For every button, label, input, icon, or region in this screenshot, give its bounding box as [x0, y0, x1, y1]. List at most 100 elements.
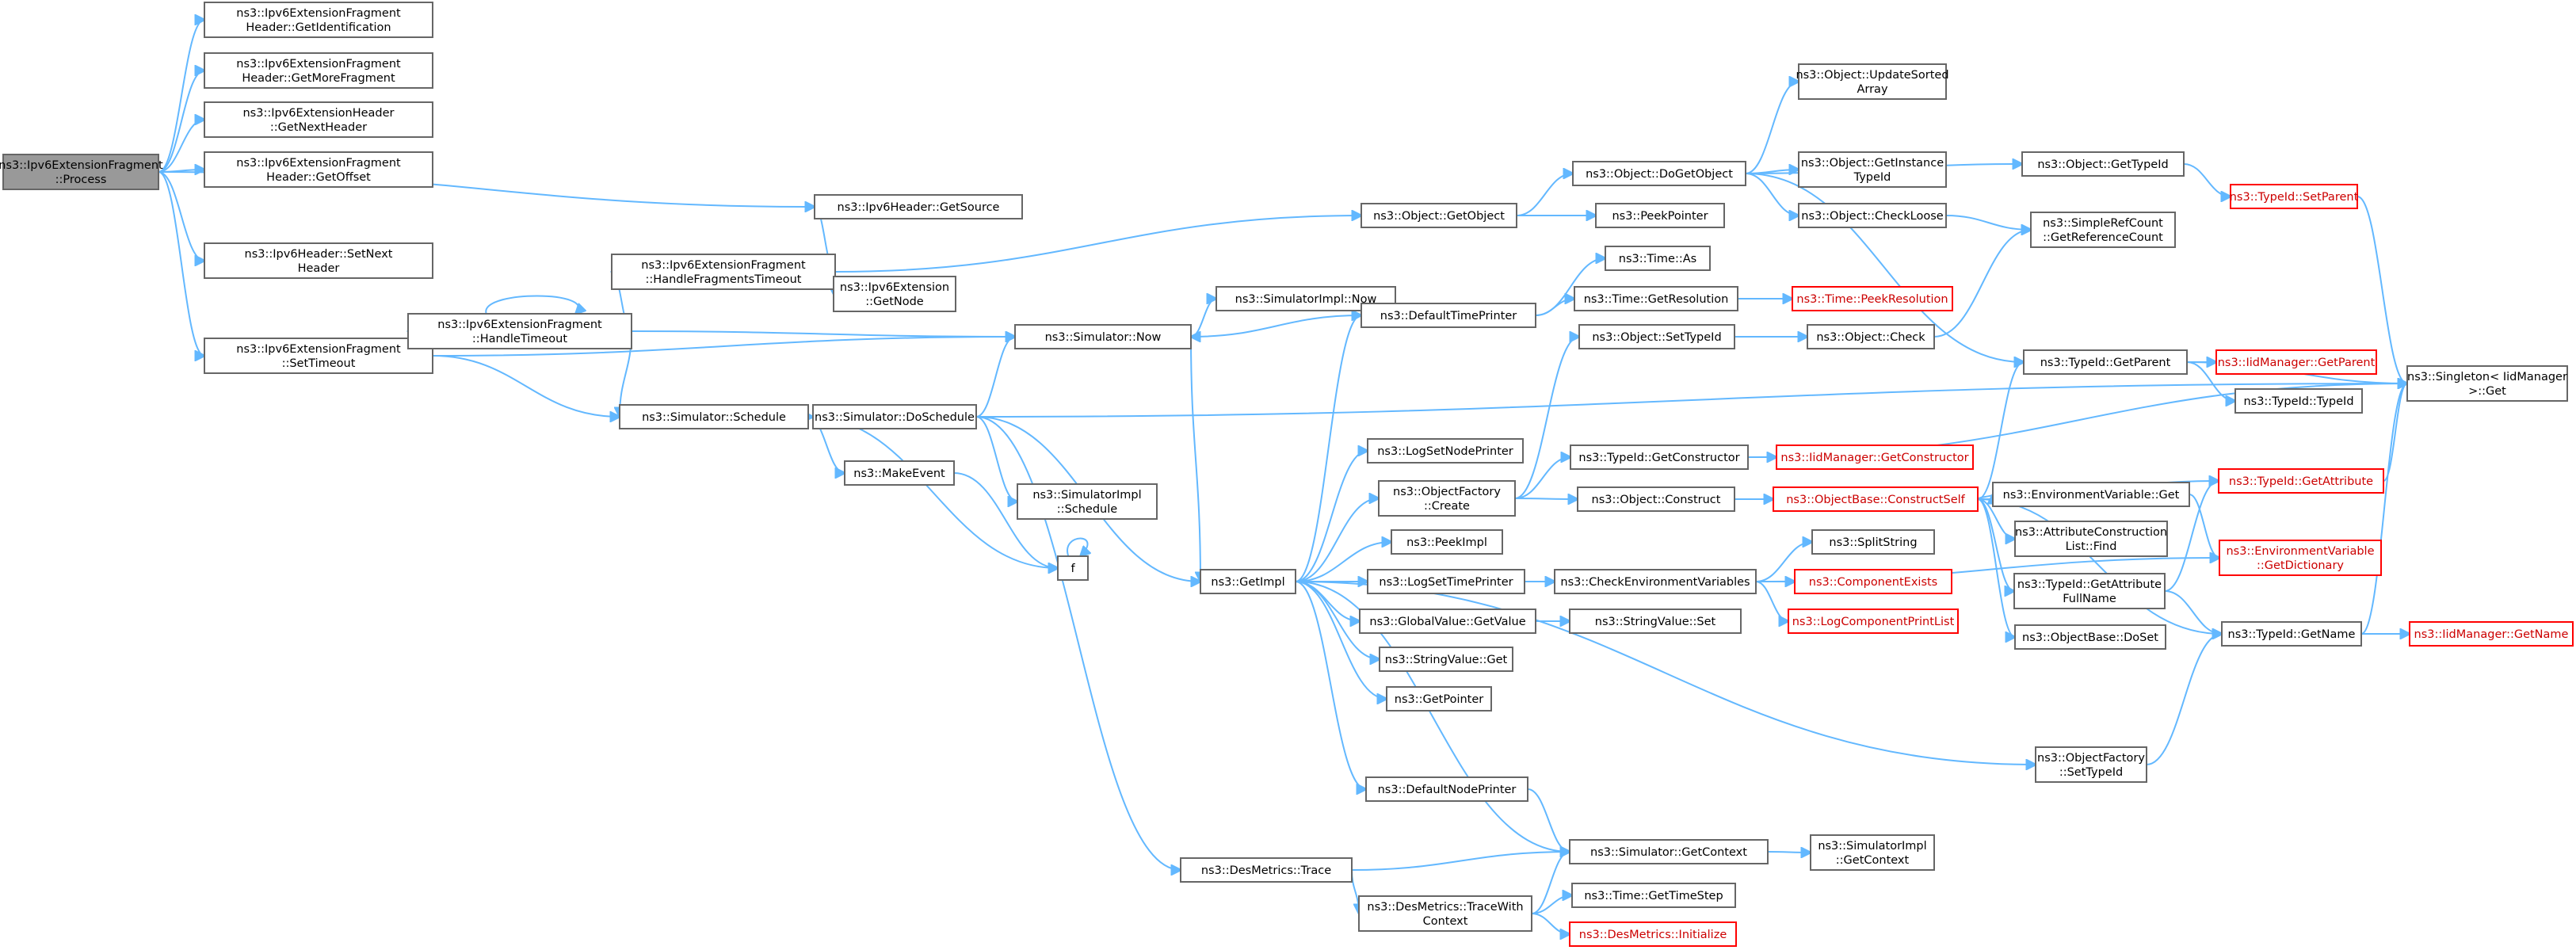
edge-envVarGet-to-envVarGetDict — [2189, 494, 2219, 558]
node-get-offset[interactable]: ns3::Ipv6ExtensionFragmentHeader::GetOff… — [204, 151, 433, 188]
node-split-string[interactable]: ns3::SplitString — [1811, 529, 1935, 555]
node-obj-base-ctor-self[interactable]: ns3::ObjectBase::ConstructSelf — [1773, 486, 1979, 512]
node-peek-impl[interactable]: ns3::PeekImpl — [1391, 529, 1503, 555]
node-make-event[interactable]: ns3::MakeEvent — [844, 460, 955, 486]
node-label-line: ns3::Ipv6Header::SetNext — [245, 248, 393, 261]
node-tid-set-parent[interactable]: ns3::TypeId::SetParent — [2230, 184, 2359, 209]
edge-objCheck-to-simpleRefCount — [1933, 230, 2031, 338]
node-obj-construct[interactable]: ns3::Object::Construct — [1577, 486, 1735, 512]
node-label-line: ns3::MakeEvent — [853, 467, 945, 480]
edge-desTraceCtx-to-timeGetTimeStep — [1531, 895, 1572, 914]
node-sim-schedule[interactable]: ns3::Simulator::Schedule — [619, 404, 809, 429]
node-set-timeout[interactable]: ns3::Ipv6ExtensionFragment::SetTimeout — [204, 338, 433, 374]
node-label-line: ns3::Ipv6ExtensionFragment — [236, 157, 401, 170]
node-get-pointer[interactable]: ns3::GetPointer — [1386, 686, 1492, 712]
node-get-more-frag[interactable]: ns3::Ipv6ExtensionFragmentHeader::GetMor… — [204, 52, 433, 89]
edge-root-to-extHdrGetNext — [158, 120, 204, 173]
node-box — [1794, 569, 1952, 594]
node-env-var-get-dict[interactable]: ns3::EnvironmentVariable::GetDictionary — [2219, 540, 2382, 576]
edge-objBaseCtorSelf-to-attrConstrFind — [1977, 498, 2015, 539]
node-iid-get-ctor[interactable]: ns3::IidManager::GetConstructor — [1776, 444, 1974, 470]
node-label-line: ns3::Time::PeekResolution — [1796, 293, 1948, 306]
node-box — [2219, 540, 2382, 576]
node-singleton-get[interactable]: ns3::Singleton< IidManager >::Get — [2406, 365, 2568, 402]
node-ext-hdr-get-next[interactable]: ns3::Ipv6ExtensionHeader::GetNextHeader — [204, 101, 433, 138]
node-sim-impl-get-context[interactable]: ns3::SimulatorImpl::GetContext — [1810, 834, 1935, 871]
node-tid-type-id[interactable]: ns3::TypeId::TypeId — [2234, 388, 2363, 414]
node-get-object[interactable]: ns3::Object::GetObject — [1361, 203, 1517, 228]
node-time-peek-res[interactable]: ns3::Time::PeekResolution — [1792, 286, 1953, 311]
node-peek-pointer[interactable]: ns3::PeekPointer — [1595, 203, 1725, 228]
node-sim-impl-schedule[interactable]: ns3::SimulatorImpl::Schedule — [1017, 483, 1158, 520]
node-tid-get-name[interactable]: ns3::TypeId::GetName — [2221, 621, 2362, 647]
node-ipv6-get-source[interactable]: ns3::Ipv6Header::GetSource — [814, 194, 1023, 219]
node-time-get-res[interactable]: ns3::Time::GetResolution — [1574, 286, 1738, 311]
edge-objGetTypeId-to-tidSetParent — [2183, 163, 2231, 196]
node-f[interactable]: f — [1057, 555, 1089, 581]
node-obj-check-loose[interactable]: ns3::Object::CheckLoose — [1798, 203, 1947, 228]
node-def-node-printer[interactable]: ns3::DefaultNodePrinter — [1365, 776, 1528, 802]
node-obj-set-type-id[interactable]: ns3::Object::SetTypeId — [1578, 324, 1735, 349]
node-box — [2218, 468, 2384, 494]
node-simple-ref-count[interactable]: ns3::SimpleRefCount::GetReferenceCount — [2030, 212, 2176, 248]
edge-desTrace-to-desTraceCtx — [1351, 869, 1359, 914]
node-obj-factory-set-tid[interactable]: ns3::ObjectFactory::SetTypeId — [2035, 746, 2147, 783]
node-tid-get-attr[interactable]: ns3::TypeId::GetAttribute — [2218, 468, 2384, 494]
edge-getImpl-to-getPointer — [1295, 581, 1387, 699]
node-obj-base-do-set[interactable]: ns3::ObjectBase::DoSet — [2014, 624, 2166, 650]
node-tid-get-ctor[interactable]: ns3::TypeId::GetConstructor — [1570, 444, 1749, 470]
node-log-comp-print-list[interactable]: ns3::LogComponentPrintList — [1788, 609, 1959, 634]
node-env-var-get[interactable]: ns3::EnvironmentVariable::Get — [1992, 482, 2190, 507]
node-box — [844, 460, 955, 486]
node-time-get-time-step[interactable]: ns3::Time::GetTimeStep — [1571, 883, 1736, 908]
edge-simDoSchedule-to-simImplSchedule — [975, 416, 1017, 502]
edge-simNow-to-simImplNow — [1190, 299, 1216, 338]
node-str-value-set[interactable]: ns3::StringValue::Set — [1569, 609, 1742, 634]
node-time-as[interactable]: ns3::Time::As — [1605, 246, 1711, 271]
node-obj-factory-create[interactable]: ns3::ObjectFactory::Create — [1378, 480, 1516, 517]
node-label-line: Array — [1857, 83, 1887, 96]
node-obj-get-type-id[interactable]: ns3::Object::GetTypeId — [2021, 151, 2185, 177]
node-des-init[interactable]: ns3::DesMetrics::Initialize — [1569, 921, 1737, 947]
node-component-exists[interactable]: ns3::ComponentExists — [1794, 569, 1952, 594]
node-des-trace[interactable]: ns3::DesMetrics::Trace — [1180, 857, 1353, 883]
node-get-impl[interactable]: ns3::GetImpl — [1200, 569, 1296, 594]
node-label-line: ::SetTypeId — [2059, 766, 2123, 779]
node-tid-get-parent[interactable]: ns3::TypeId::GetParent — [2023, 349, 2188, 375]
node-iid-get-parent[interactable]: ns3::IidManager::GetParent — [2215, 349, 2377, 375]
node-box — [1200, 569, 1296, 594]
node-box — [1359, 609, 1536, 634]
node-label-line: ns3::Simulator::Now — [1045, 331, 1162, 344]
node-sim-get-context[interactable]: ns3::Simulator::GetContext — [1569, 839, 1769, 864]
node-box — [1569, 839, 1769, 864]
node-label-line: ns3::AttributeConstruction — [2015, 526, 2167, 539]
node-sim-do-schedule[interactable]: ns3::Simulator::DoSchedule — [812, 404, 977, 429]
node-root[interactable]: ns3::Ipv6ExtensionFragment::Process — [0, 154, 163, 190]
node-log-set-node-printer[interactable]: ns3::LogSetNodePrinter — [1367, 438, 1524, 464]
node-log-set-time-printer[interactable]: ns3::LogSetTimePrinter — [1367, 569, 1525, 594]
edge-root-to-setNextHeader — [158, 171, 204, 261]
node-iid-get-name[interactable]: ns3::IidManager::GetName — [2409, 621, 2574, 647]
node-get-ident[interactable]: ns3::Ipv6ExtensionFragmentHeader::GetIde… — [204, 2, 433, 38]
node-ext-get-node[interactable]: ns3::Ipv6Extension::GetNode — [833, 276, 956, 312]
node-str-value-get[interactable]: ns3::StringValue::Get — [1379, 647, 1513, 672]
node-label-line: ns3::Ipv6ExtensionFragment — [236, 58, 401, 71]
node-handle-frag-timeout[interactable]: ns3::Ipv6ExtensionFragment::HandleFragme… — [611, 254, 836, 290]
node-label-line: ::SetTimeout — [282, 357, 356, 370]
node-check-env-vars[interactable]: ns3::CheckEnvironmentVariables — [1554, 569, 1757, 594]
node-box — [1569, 609, 1742, 634]
node-def-time-printer[interactable]: ns3::DefaultTimePrinter — [1361, 303, 1536, 328]
node-sim-now[interactable]: ns3::Simulator::Now — [1014, 324, 1192, 349]
edge-f-to-f — [1067, 537, 1087, 557]
node-obj-check[interactable]: ns3::Object::Check — [1807, 324, 1935, 349]
edge-objBaseCtorSelf-to-tidGetAttrFull — [1977, 498, 2014, 591]
node-handle-timeout[interactable]: ns3::Ipv6ExtensionFragment::HandleTimeou… — [407, 313, 632, 349]
node-do-get-object[interactable]: ns3::Object::DoGetObject — [1572, 161, 1746, 186]
node-global-get-value[interactable]: ns3::GlobalValue::GetValue — [1359, 609, 1536, 634]
